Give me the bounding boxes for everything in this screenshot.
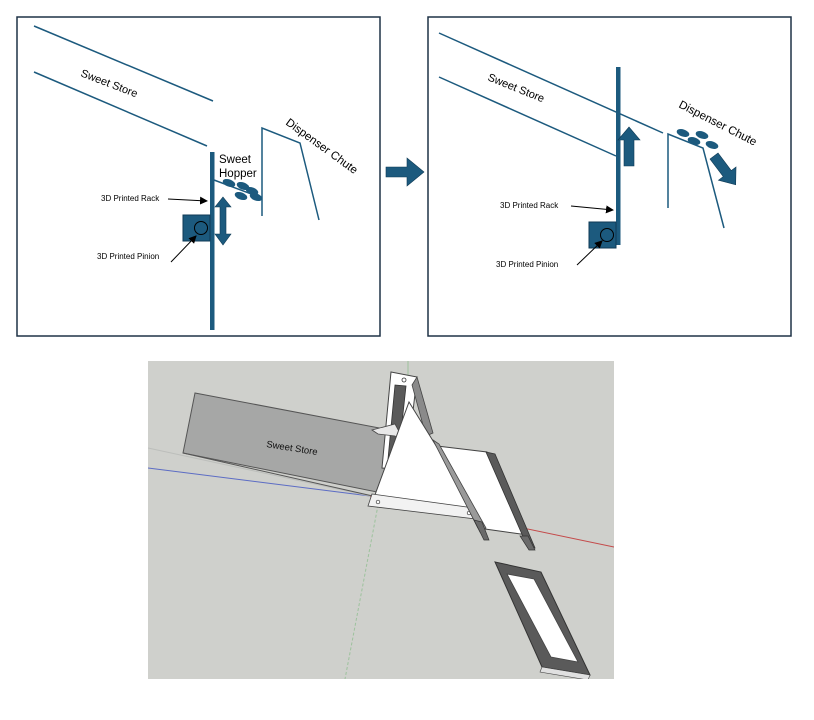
pinion-label: 3D Printed Pinion	[97, 252, 159, 261]
channel-foot	[473, 519, 490, 541]
pinion-gear	[600, 228, 614, 242]
pinion-gear	[194, 221, 208, 235]
store-lower-rail	[33, 71, 208, 147]
upper-channel-wall	[485, 451, 536, 549]
pinion-callout-arrow	[576, 240, 603, 266]
store-upper-rail	[33, 25, 214, 102]
rack-callout-arrow	[570, 205, 614, 214]
upper-channel-rail	[431, 438, 487, 533]
up-down-arrow-icon	[214, 196, 232, 246]
left-panel: Sweet Store Sweet Hopper Dispenser Chute…	[16, 16, 381, 337]
pinion-label: 3D Printed Pinion	[496, 260, 558, 269]
rack-bar	[210, 152, 215, 330]
sweets-right	[676, 129, 719, 149]
sweet	[695, 131, 709, 139]
store-bottom-edge	[182, 452, 378, 498]
channel-foot	[519, 535, 536, 551]
grey-axis	[148, 447, 371, 497]
sweet	[222, 178, 236, 188]
rack-callout-arrow	[167, 196, 208, 205]
left-panel-frame	[16, 16, 381, 337]
dispenser-chute-right	[667, 132, 725, 229]
green-axis-bottom	[344, 499, 380, 679]
sweets-left	[222, 178, 263, 202]
cad-render: Sweet Store	[148, 361, 614, 679]
mount-hole	[401, 377, 407, 383]
rack-label: 3D Printed Rack	[101, 194, 160, 203]
sweet	[676, 129, 690, 137]
sweet	[687, 137, 701, 145]
sweet-hopper-label-1: Sweet	[219, 154, 252, 166]
lower-chute-lip	[539, 666, 591, 679]
blue-axis	[148, 467, 371, 497]
right-arrow-icon	[385, 157, 425, 187]
store-upper-rail	[438, 32, 664, 134]
right-panel: Sweet Store Dispenser Chute 3D Printed R…	[427, 16, 792, 337]
pinion-callout-arrow	[170, 235, 197, 263]
mount-hole	[375, 499, 381, 505]
sweet	[705, 141, 719, 149]
rack-bar	[616, 67, 621, 245]
rack-label: 3D Printed Rack	[500, 201, 559, 210]
sweet	[236, 181, 250, 191]
right-panel-frame	[427, 16, 792, 337]
dispenser-chute-left	[261, 126, 320, 221]
sweet	[234, 191, 248, 201]
store-lower-rail	[438, 76, 617, 157]
down-right-arrow-icon	[709, 152, 737, 186]
up-arrow-icon	[617, 126, 641, 167]
sweet-hopper-label-2: Hopper	[219, 168, 257, 180]
sweet	[245, 186, 259, 196]
lower-chute-floor	[506, 573, 579, 663]
sweet	[249, 192, 263, 202]
